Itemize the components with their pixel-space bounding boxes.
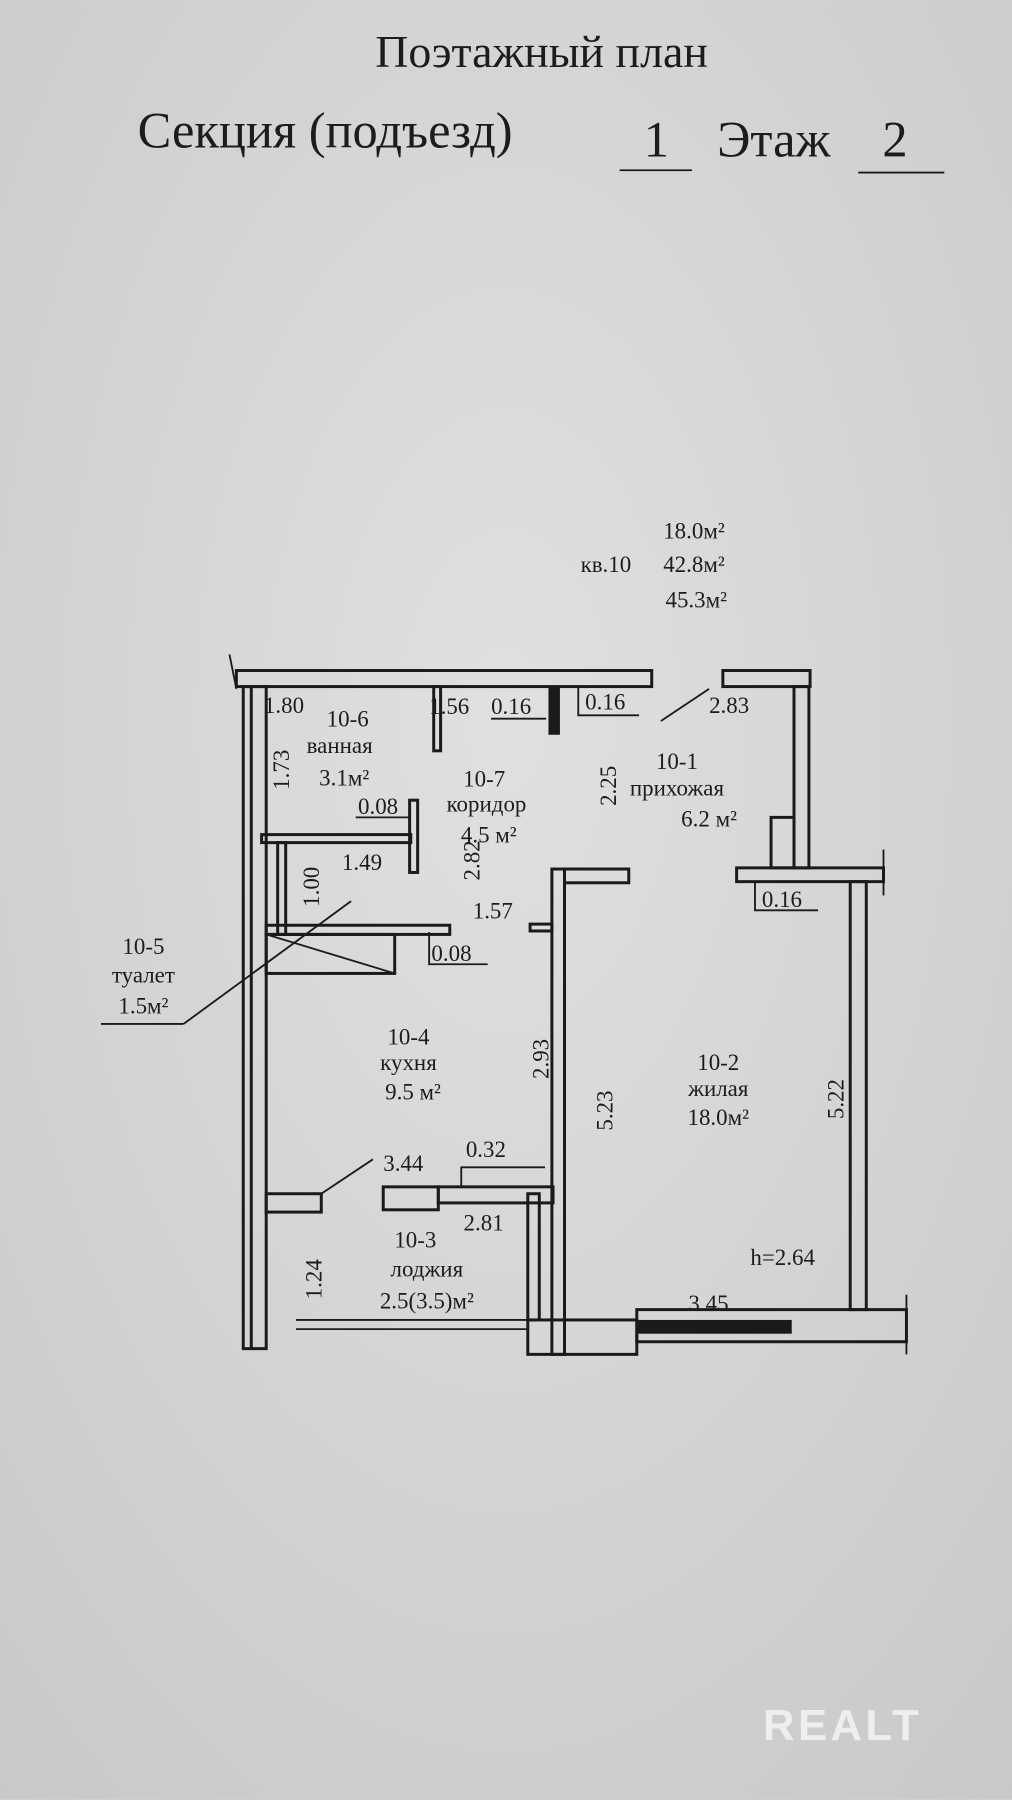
room-id: 10-6 [327, 707, 369, 732]
room-name: туалет [112, 963, 175, 988]
room-10-1: 10-1 прихожая 6.2 м² [630, 749, 737, 831]
room-id: 10-3 [394, 1228, 436, 1253]
realt-watermark-logo: REALT [763, 1702, 922, 1750]
dim-hall-width: 2.83 [709, 693, 749, 718]
dim-corridor-len: 2.82 [460, 840, 485, 880]
dimension-labels: 1.80 1.73 1.56 0.16 0.16 2.83 2.25 0.08 … [264, 690, 848, 1316]
room-name: лоджия [391, 1256, 464, 1281]
page-title: Поэтажный план [375, 26, 708, 77]
living-area-total: 18.0м² [663, 519, 725, 544]
total-area: 42.8м² [663, 552, 725, 577]
room-area: 9.5 м² [385, 1080, 441, 1105]
room-name: жилая [687, 1076, 749, 1101]
apartment-number: кв.10 [581, 552, 632, 577]
leader-hall [660, 688, 710, 722]
room-area: 18.0м² [687, 1105, 749, 1130]
room-area: 3.1м² [319, 765, 369, 790]
dim-bath-depth: 1.73 [269, 750, 294, 790]
room-id: 10-2 [697, 1050, 739, 1075]
dim-door-a: 0.16 [491, 694, 531, 719]
section-value: 1 [644, 111, 669, 167]
dim-kitchen-step: 0.32 [466, 1137, 506, 1162]
floor-label: Этаж [717, 111, 831, 167]
dim-toilet-wall: 0.08 [431, 941, 471, 966]
dim-door-b: 0.16 [585, 690, 625, 715]
dim-toilet-width: 1.49 [342, 850, 382, 875]
dim-kitchen-door: 1.57 [473, 898, 513, 923]
dim-toilet-depth: 1.00 [299, 867, 324, 907]
room-id: 10-7 [463, 766, 505, 791]
dim-kitchen-width: 3.44 [383, 1151, 424, 1176]
bracket-008b [428, 932, 488, 966]
room-10-4: 10-4 кухня 9.5 м² [380, 1025, 441, 1105]
dim-bath-wall: 0.08 [358, 794, 398, 819]
dim-living-right: 5.22 [823, 1079, 848, 1119]
room-area: 2.5(3.5)м² [380, 1288, 474, 1313]
floor-value: 2 [882, 111, 907, 167]
room-name: коридор [447, 792, 527, 817]
room-10-3: 10-3 лоджия 2.5(3.5)м² [380, 1228, 474, 1314]
room-name: прихожая [630, 776, 725, 801]
bracket-016b [577, 686, 640, 717]
walls [228, 654, 908, 1356]
dim-loggia-depth: 1.24 [301, 1259, 326, 1300]
dim-living-width: 3.45 [688, 1291, 728, 1316]
dim-living-left: 5.23 [593, 1090, 618, 1130]
room-area: 1.5м² [118, 994, 168, 1019]
room-area: 4.5 м² [461, 823, 517, 848]
dim-kitchen-depth: 2.93 [528, 1039, 553, 1079]
dim-loggia-width: 2.81 [464, 1210, 504, 1235]
dim-ceiling-height: h=2.64 [750, 1245, 815, 1270]
dim-corridor-top: 1.56 [429, 694, 469, 719]
room-10-2: 10-2 жилая 18.0м² [687, 1050, 749, 1130]
section-label: Секция (подъезд) [138, 102, 513, 158]
dim-bath-width: 1.80 [264, 693, 304, 718]
room-area: 6.2 м² [681, 807, 737, 832]
bracket-016c [754, 881, 819, 912]
bracket-032 [460, 1166, 546, 1187]
leader-kitchen [320, 1158, 374, 1195]
room-10-5: 10-5 туалет 1.5м² [112, 934, 175, 1019]
dim-hall-wall: 0.16 [762, 887, 802, 912]
room-name: кухня [380, 1050, 437, 1075]
room-id: 10-1 [656, 749, 698, 774]
room-name: ванная [307, 733, 373, 758]
dim-hall-depth: 2.25 [596, 766, 621, 806]
room-10-6: 10-6 ванная 3.1м² [307, 707, 373, 791]
room-id: 10-5 [122, 934, 164, 959]
room-id: 10-4 [387, 1025, 430, 1050]
total-area-with-loggia: 45.3м² [665, 587, 727, 612]
leader-toilet-diag [183, 900, 352, 1025]
room-10-7: 10-7 коридор 4.5 м² [447, 766, 527, 847]
